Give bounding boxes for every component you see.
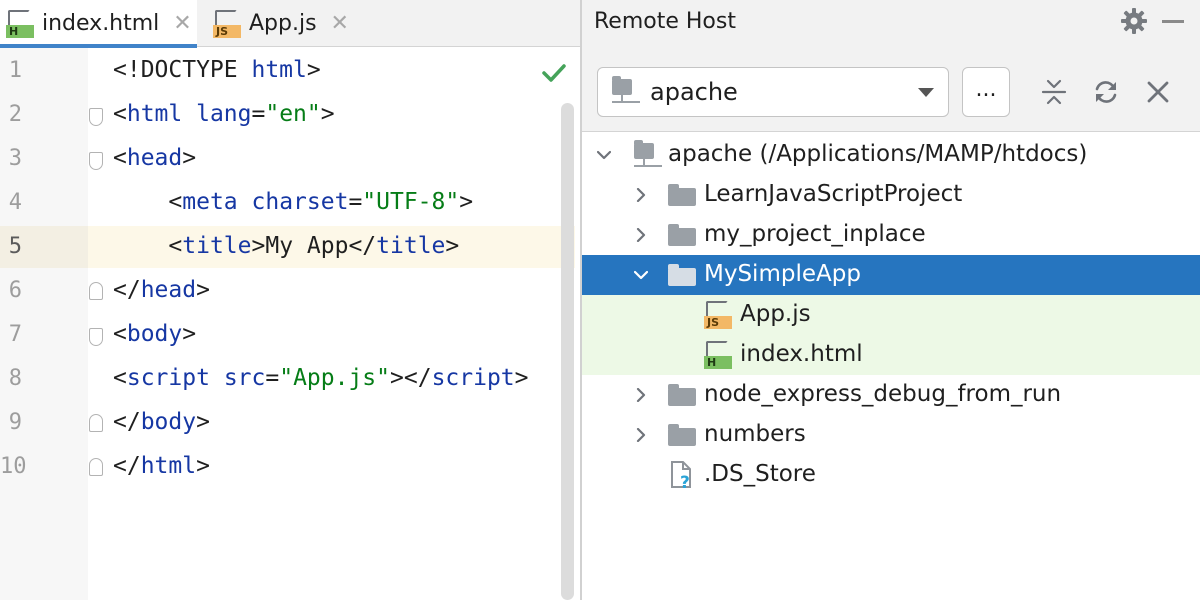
folder-icon <box>668 422 696 446</box>
fold-marker-icon[interactable] <box>89 152 103 170</box>
line-number: 6 <box>8 278 22 303</box>
tree-node-folder[interactable]: my_project_inplace <box>582 215 1200 255</box>
remote-host-toolbar: apache ... <box>582 47 1200 132</box>
tab-label: App.js <box>249 11 317 36</box>
current-line-gutter-highlight <box>0 226 88 268</box>
svg-text:?: ? <box>680 473 690 490</box>
server-icon <box>612 76 640 105</box>
folder-icon <box>668 262 696 286</box>
line-number: 1 <box>8 58 22 83</box>
chevron-down-icon[interactable] <box>634 268 648 282</box>
code-editor[interactable]: H index.html ✕ JS App.js ✕ 1 2 3 4 5 6 7… <box>0 0 580 600</box>
close-tab-icon[interactable]: ✕ <box>330 11 349 36</box>
js-file-icon: JS <box>704 301 732 329</box>
code-line-2[interactable]: <html lang="en"> <box>113 101 335 127</box>
fold-marker-icon[interactable] <box>89 414 103 432</box>
tab-index-html[interactable]: H index.html ✕ <box>0 0 197 48</box>
code-line-1[interactable]: <!DOCTYPE html> <box>113 57 321 83</box>
line-number: 7 <box>8 322 22 347</box>
folder-icon <box>668 382 696 406</box>
chevron-right-icon[interactable] <box>634 388 648 402</box>
line-number: 8 <box>8 366 22 391</box>
current-line-highlight <box>0 226 575 268</box>
panel-title: Remote Host <box>594 9 736 34</box>
folder-icon <box>668 222 696 246</box>
tree-node-label: App.js <box>740 301 811 327</box>
fold-marker-icon[interactable] <box>89 282 103 300</box>
vertical-scrollbar[interactable] <box>561 103 574 600</box>
remote-host-panel: Remote Host apache ... <box>582 0 1200 600</box>
tree-node-label: apache (/Applications/MAMP/htdocs) <box>668 141 1088 167</box>
active-tab-indicator <box>0 44 197 48</box>
remote-file-tree: apache (/Applications/MAMP/htdocs) Learn… <box>582 133 1200 600</box>
server-dropdown[interactable]: apache <box>597 67 949 117</box>
unknown-file-icon: ? <box>671 461 691 490</box>
fold-marker-icon[interactable] <box>89 108 103 126</box>
code-line-6[interactable]: </head> <box>113 277 210 303</box>
html-file-icon: H <box>704 341 732 369</box>
close-tab-icon[interactable]: ✕ <box>173 11 192 36</box>
line-number: 9 <box>8 410 22 435</box>
tab-app-js[interactable]: JS App.js ✕ <box>207 0 367 47</box>
chevron-right-icon[interactable] <box>634 188 648 202</box>
browse-servers-button[interactable]: ... <box>962 67 1010 117</box>
tree-node-file[interactable]: ? .DS_Store <box>582 455 1200 495</box>
line-number: 2 <box>8 102 22 127</box>
tree-node-label: node_express_debug_from_run <box>704 381 1062 407</box>
chevron-down-icon <box>918 88 934 97</box>
tree-node-folder[interactable]: LearnJavaScriptProject <box>582 175 1200 215</box>
code-line-5[interactable]: <title>My App</title> <box>168 233 460 259</box>
line-number-current: 5 <box>8 234 22 259</box>
tree-node-file[interactable]: JS App.js <box>582 295 1200 335</box>
code-line-8[interactable]: <script src="App.js"></script> <box>113 365 529 391</box>
fold-column <box>88 48 102 600</box>
minimize-icon[interactable] <box>1162 20 1184 23</box>
tab-label: index.html <box>42 11 160 36</box>
code-line-7[interactable]: <body> <box>113 321 197 347</box>
chevron-right-icon[interactable] <box>634 428 648 442</box>
line-number: 10 <box>0 454 27 479</box>
refresh-icon[interactable] <box>1092 78 1120 106</box>
panel-splitter[interactable] <box>580 0 582 600</box>
server-dropdown-value: apache <box>650 78 738 106</box>
fold-marker-icon[interactable] <box>89 328 103 346</box>
html-file-icon: H <box>6 9 34 38</box>
line-number-gutter[interactable] <box>0 48 88 600</box>
checkmark-icon[interactable] <box>540 60 568 86</box>
folder-icon <box>668 182 696 206</box>
tree-node-label: .DS_Store <box>704 461 816 487</box>
code-line-9[interactable]: </body> <box>113 409 210 435</box>
tree-node-label: numbers <box>704 421 806 447</box>
code-line-3[interactable]: <head> <box>113 145 197 171</box>
close-icon[interactable] <box>1144 78 1172 106</box>
tree-node-label: LearnJavaScriptProject <box>704 181 963 207</box>
tree-node-label: MySimpleApp <box>704 261 861 287</box>
collapse-all-icon[interactable] <box>1040 78 1068 106</box>
fold-marker-icon[interactable] <box>89 458 103 476</box>
editor-tab-bar: H index.html ✕ JS App.js ✕ <box>0 0 580 48</box>
js-file-icon: JS <box>213 9 241 38</box>
tree-node-server[interactable]: apache (/Applications/MAMP/htdocs) <box>582 135 1200 175</box>
tree-node-folder[interactable]: node_express_debug_from_run <box>582 375 1200 415</box>
tree-node-folder[interactable]: numbers <box>582 415 1200 455</box>
tree-node-folder-selected[interactable]: MySimpleApp <box>582 255 1200 295</box>
tree-node-file[interactable]: H index.html <box>582 335 1200 375</box>
tree-node-label: my_project_inplace <box>704 221 926 247</box>
tree-node-label: index.html <box>740 341 863 367</box>
line-number: 4 <box>8 190 22 215</box>
chevron-right-icon[interactable] <box>634 228 648 242</box>
chevron-down-icon[interactable] <box>597 148 611 162</box>
line-number: 3 <box>8 146 22 171</box>
gear-icon[interactable] <box>1120 7 1148 35</box>
remote-host-header: Remote Host <box>582 0 1200 47</box>
server-icon <box>634 140 662 169</box>
code-line-4[interactable]: <meta charset="UTF-8"> <box>168 189 474 215</box>
code-line-10[interactable]: </html> <box>113 453 210 479</box>
